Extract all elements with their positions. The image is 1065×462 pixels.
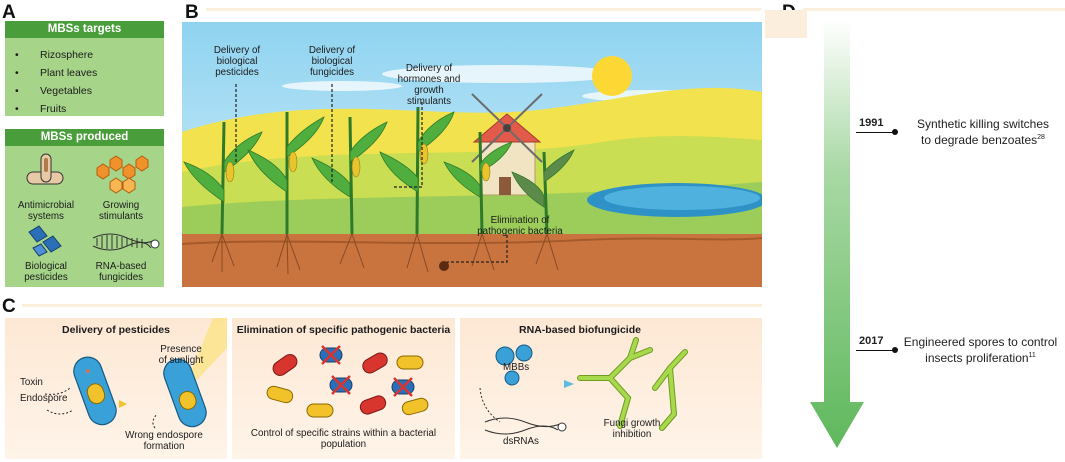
bacteria-illustration bbox=[266, 345, 429, 418]
timeline-tick bbox=[856, 132, 894, 133]
bullet: • bbox=[15, 103, 19, 115]
target-item: Plant leaves bbox=[40, 67, 98, 79]
endospore-label: Endospore bbox=[20, 393, 68, 404]
yellow-bacteria bbox=[266, 355, 429, 418]
dsrnas-label: dsRNAs bbox=[503, 436, 539, 447]
target-item: Fruits bbox=[40, 103, 67, 115]
rna-icon bbox=[92, 233, 160, 251]
toxin-label: Toxin bbox=[20, 377, 43, 388]
panel-b-topbar bbox=[206, 8, 761, 11]
panel-b-label: B bbox=[185, 2, 199, 23]
fungicide-title: RNA-based biofungicide bbox=[519, 324, 641, 336]
pesticide-title: Delivery of pesticides bbox=[62, 324, 170, 336]
biocompounds-box: MBSs produced biocompounds bbox=[5, 129, 164, 287]
bullet: • bbox=[15, 49, 19, 61]
pathogen-caption: Control of specific strains within a bac… bbox=[250, 428, 437, 450]
corn-leaves bbox=[183, 111, 575, 208]
timeline-dot bbox=[892, 347, 898, 353]
panel-a-label: A bbox=[2, 2, 16, 23]
target-item: Rizosphere bbox=[40, 49, 94, 61]
panel-d-tab bbox=[765, 10, 807, 38]
biocompound-icons bbox=[26, 153, 160, 257]
arrow-right-icon bbox=[564, 380, 574, 388]
farm-illustration bbox=[182, 22, 762, 287]
event-text: Engineered spores to control insects pro… bbox=[903, 335, 1058, 365]
targets-box: MBSs targets • • • • Rizosphere Plant le… bbox=[5, 21, 164, 116]
timeline-arrow bbox=[810, 20, 864, 448]
event-year: 2017 bbox=[859, 335, 884, 347]
mbbs-label: MBBs bbox=[503, 362, 530, 373]
timeline-dot bbox=[892, 129, 898, 135]
bullet: • bbox=[15, 85, 19, 97]
bacterium-icon bbox=[73, 356, 117, 426]
timeline-tick bbox=[856, 350, 894, 351]
pathogen-spot bbox=[439, 261, 449, 271]
fungicide-section bbox=[460, 318, 762, 459]
target-item: Vegetables bbox=[40, 85, 92, 97]
hexagon-icon bbox=[96, 155, 149, 194]
bacterium-icon bbox=[163, 358, 207, 428]
red-bacteria bbox=[272, 352, 388, 415]
cross-icon bbox=[321, 345, 413, 397]
fungi-illustration bbox=[479, 337, 688, 435]
antimicrobial-icon bbox=[26, 153, 64, 185]
pesticide-icon bbox=[28, 225, 62, 257]
targets-title: MBSs targets bbox=[5, 21, 164, 38]
panel-c-topbar bbox=[22, 304, 762, 307]
pathogen-title: Elimination of specific pathogenic bacte… bbox=[236, 324, 451, 336]
arrow-right-icon bbox=[119, 400, 127, 408]
sun-icon bbox=[592, 56, 632, 96]
spore-illustration bbox=[44, 318, 227, 429]
panel-d-topbar bbox=[803, 8, 1065, 11]
bullet: • bbox=[15, 67, 19, 79]
panel-c-label: C bbox=[2, 296, 16, 317]
corn-plants bbox=[220, 106, 549, 235]
event-year: 1991 bbox=[859, 117, 884, 129]
mbb-spheres bbox=[495, 344, 533, 386]
biocompounds-title: MBSs produced biocompounds bbox=[5, 129, 164, 160]
event-text: Synthetic killing switches to degrade be… bbox=[916, 117, 1050, 147]
